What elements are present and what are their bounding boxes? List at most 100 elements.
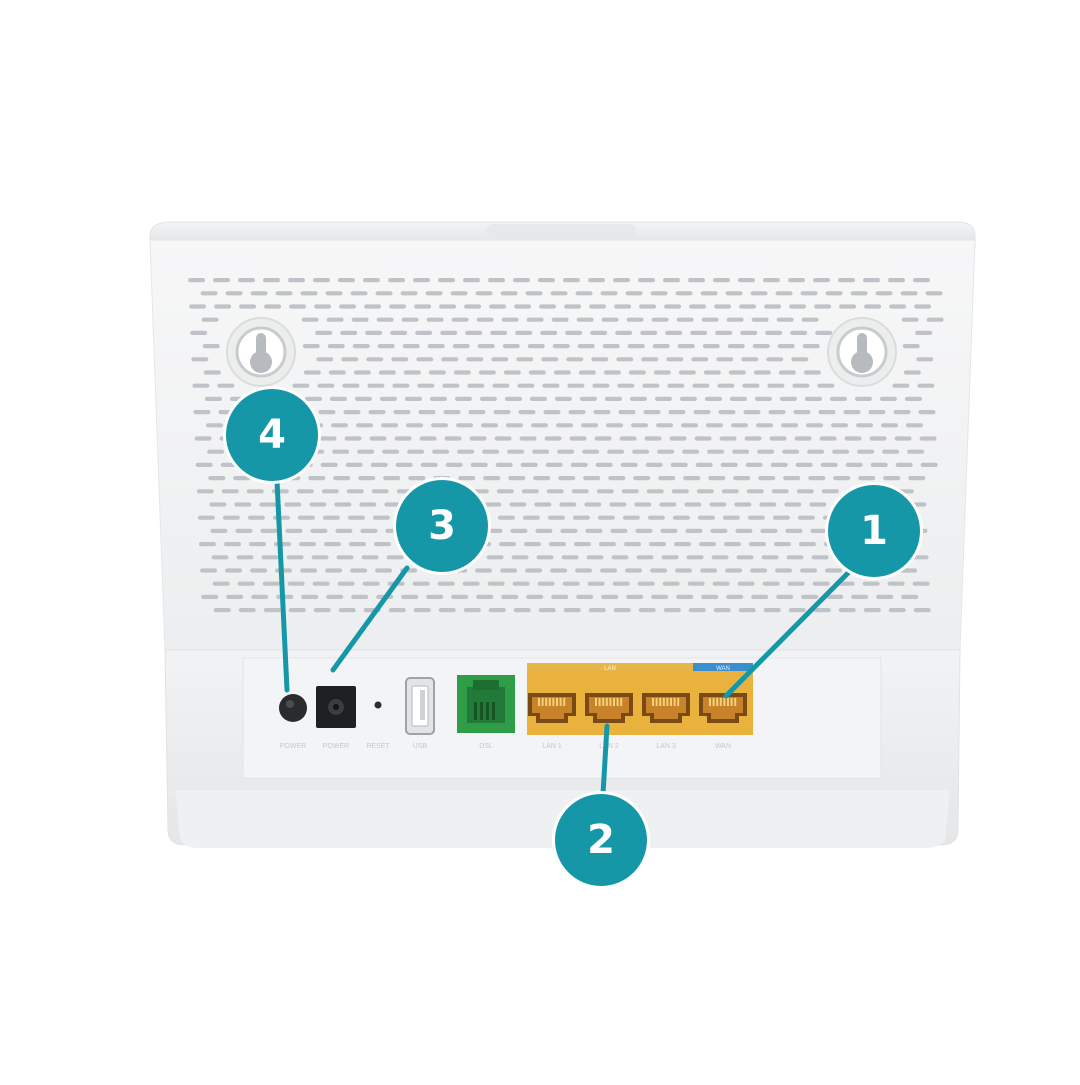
vent-slot <box>588 278 605 283</box>
vent-slot <box>832 449 850 454</box>
vent-slot <box>403 370 421 375</box>
vent-slot <box>212 581 230 586</box>
vent-slot <box>881 423 899 428</box>
vent-slot <box>316 357 334 362</box>
vent-slot <box>715 330 733 335</box>
vent-slot <box>920 462 938 467</box>
vent-slot <box>734 502 752 507</box>
vent-slot <box>565 330 583 335</box>
vent-slot <box>353 370 371 375</box>
vent-slot <box>329 396 347 401</box>
vent-slot <box>554 396 572 401</box>
vent-slot <box>488 278 505 283</box>
vent-slot <box>695 462 713 467</box>
vent-slot <box>506 423 524 428</box>
vent-slot <box>925 291 943 296</box>
vent-slot <box>709 502 727 507</box>
vent-slot <box>317 383 335 388</box>
vent-slot <box>526 594 544 599</box>
vent-slot <box>686 555 704 560</box>
vent-slot <box>786 555 804 560</box>
vent-slot <box>915 330 933 335</box>
vent-slot <box>791 357 809 362</box>
vent-slot <box>463 608 481 613</box>
vent-slot <box>394 436 412 441</box>
vent-slot <box>496 489 514 494</box>
vent-slot <box>301 317 319 322</box>
dsl-label: DSL <box>479 743 493 750</box>
power-jack <box>316 686 356 728</box>
vent-slot <box>479 396 497 401</box>
usb-label: USB <box>413 743 428 750</box>
vent-slot <box>249 542 266 547</box>
vent-slot <box>602 344 620 349</box>
vent-slot <box>676 317 694 322</box>
vent-slot <box>728 370 746 375</box>
vent-slot <box>343 410 361 415</box>
vent-slot <box>366 357 384 362</box>
vent-slot <box>736 555 754 560</box>
vent-slot <box>284 502 302 507</box>
vent-slot <box>485 528 503 533</box>
vent-slot <box>217 383 235 388</box>
vent-slot <box>772 515 790 520</box>
vent-slot <box>627 344 645 349</box>
vent-slot <box>664 304 682 309</box>
vent-slot <box>413 608 431 613</box>
vent-slot <box>681 423 699 428</box>
ethernet-port <box>585 693 633 723</box>
vent-slot <box>856 423 874 428</box>
vent-slot <box>656 423 674 428</box>
vent-slot <box>745 462 763 467</box>
vent-slot <box>833 476 851 481</box>
vent-slot <box>821 489 839 494</box>
vent-slot <box>484 502 502 507</box>
vent-slot <box>193 410 211 415</box>
vent-slot <box>309 502 327 507</box>
vent-slot <box>701 317 719 322</box>
vent-slot <box>592 383 610 388</box>
vent-slot <box>501 317 519 322</box>
vent-slot <box>201 594 219 599</box>
vent-slot <box>583 476 601 481</box>
vent-slot <box>753 370 771 375</box>
vent-slot <box>845 462 863 467</box>
vent-slot <box>200 291 218 296</box>
vent-slot <box>350 568 368 573</box>
vent-slot <box>550 291 568 296</box>
vent-slot <box>511 555 529 560</box>
vent-slot <box>551 594 569 599</box>
vent-slot <box>601 317 619 322</box>
vent-slot <box>275 291 293 296</box>
vent-slot <box>624 542 641 547</box>
vent-slot <box>525 291 543 296</box>
vent-slot <box>778 370 796 375</box>
vent-slot <box>731 423 749 428</box>
callout-line-2 <box>600 723 610 797</box>
vent-slot <box>342 383 360 388</box>
vent-slot <box>764 304 782 309</box>
vent-slot <box>389 304 407 309</box>
vent-slot <box>576 317 594 322</box>
vent-slot <box>781 423 799 428</box>
vent-slot <box>561 555 579 560</box>
vent-slot <box>646 489 664 494</box>
vent-slot <box>235 528 253 533</box>
vent-slot <box>903 370 921 375</box>
vent-slot <box>720 462 738 467</box>
vent-slot <box>567 383 585 388</box>
vent-slot <box>532 449 550 454</box>
vent-slot <box>426 594 444 599</box>
vent-slot <box>388 278 405 283</box>
vent-slot <box>407 449 425 454</box>
vent-slot <box>420 462 438 467</box>
vent-slot <box>510 528 528 533</box>
vent-slot <box>362 581 380 586</box>
vent-slot <box>862 581 880 586</box>
vent-slot <box>337 581 355 586</box>
vent-slot <box>632 449 650 454</box>
vent-slot <box>221 489 239 494</box>
vent-slot <box>802 344 820 349</box>
vent-slot <box>918 410 936 415</box>
